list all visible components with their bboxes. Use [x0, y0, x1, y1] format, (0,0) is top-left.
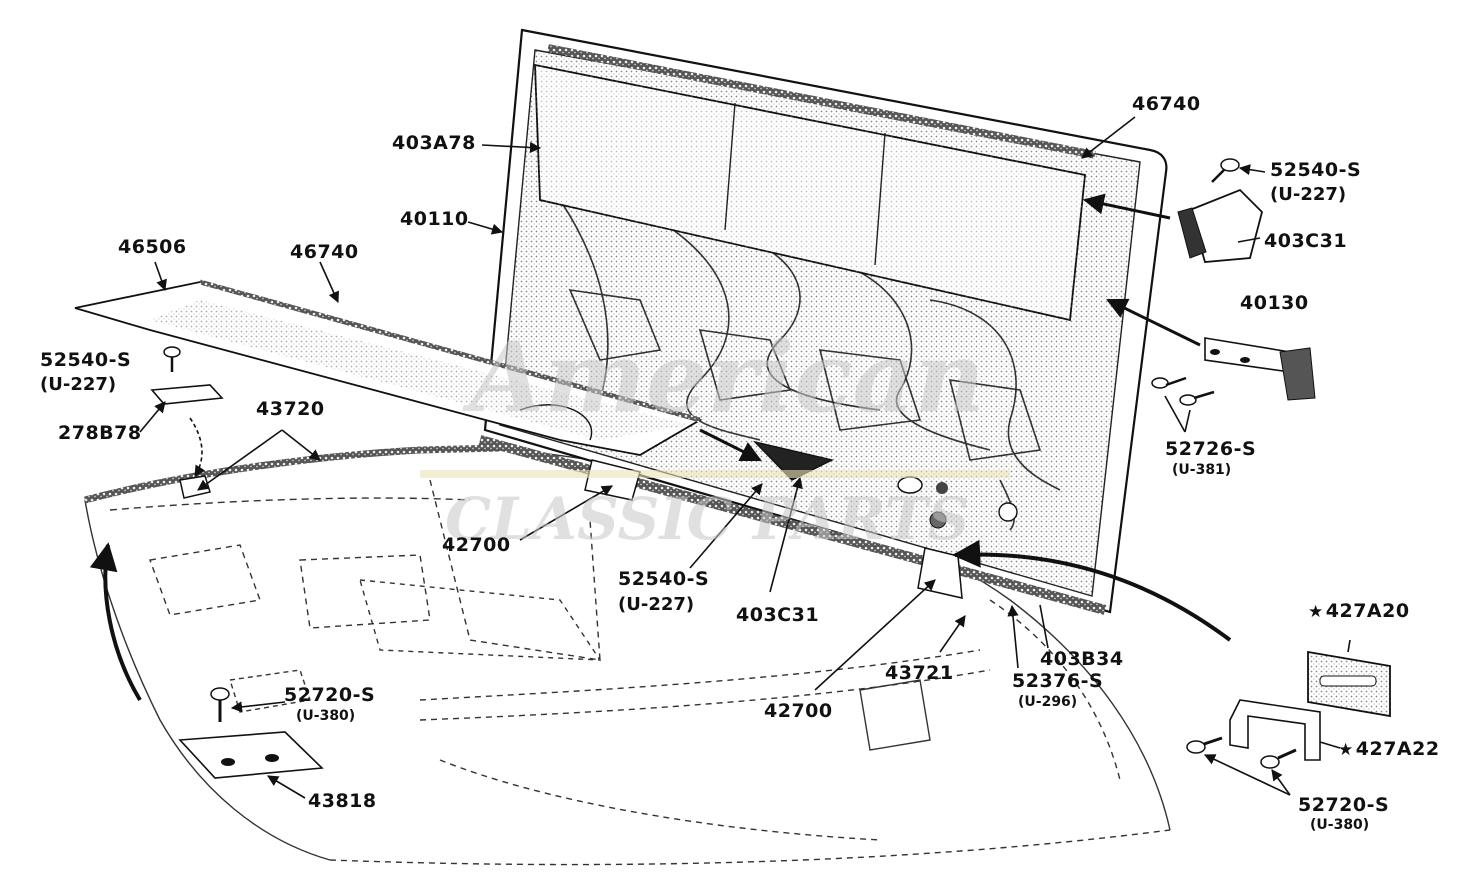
- screw-top-right: [1211, 158, 1240, 183]
- watermark-line2: CLASSIC PARTS: [445, 485, 970, 553]
- star-icon: ★: [1338, 740, 1354, 760]
- leader-lines: [139, 116, 1351, 799]
- label-52376s: 52376-S: [1012, 670, 1104, 692]
- label-52540s-top: 52540-S: [1270, 159, 1362, 181]
- label-52720s-right: 52720-S: [1298, 794, 1390, 816]
- motion-arrow-right: [952, 539, 1232, 642]
- label-52720s-left-sub: (U-380): [296, 708, 356, 724]
- label-427a20-text: 427A20: [1325, 600, 1410, 622]
- plate-43818: [178, 731, 324, 779]
- lens-427a20: [1307, 650, 1391, 718]
- label-46506: 46506: [118, 236, 187, 258]
- label-52540s-center-sub: (U-227): [618, 594, 695, 615]
- label-52540s-center: 52540-S: [618, 568, 710, 590]
- screw-bottom-left: [210, 687, 230, 722]
- bracket-278b78: [150, 384, 224, 405]
- label-427a22-text: 427A22: [1355, 738, 1440, 760]
- screws-52726s: [1151, 376, 1215, 406]
- label-46740-left: 46740: [290, 241, 359, 263]
- label-403b34: 403B34: [1040, 648, 1124, 670]
- bracket-427a22: [1229, 699, 1321, 761]
- label-52540s-top-sub: (U-227): [1270, 184, 1347, 205]
- label-427a20: ★427A20: [1308, 602, 1410, 621]
- label-40110: 40110: [400, 208, 469, 230]
- label-43720: 43720: [256, 398, 325, 420]
- label-52720s-left: 52720-S: [284, 684, 376, 706]
- watermark-band: [420, 470, 1010, 478]
- label-52726s-sub: (U-381): [1172, 462, 1232, 478]
- screws-bottom-right: [1186, 736, 1297, 769]
- screw-left: [163, 346, 181, 372]
- label-52720s-right-sub: (U-380): [1310, 817, 1370, 833]
- label-46740-top: 46740: [1132, 93, 1201, 115]
- hinge-arrow: [189, 417, 206, 477]
- bracket-40130: [1204, 337, 1316, 401]
- motion-arrow-left: [89, 542, 142, 702]
- label-52540s-left: 52540-S: [40, 349, 132, 371]
- watermark-line1: American: [470, 321, 985, 434]
- label-43721: 43721: [885, 662, 954, 684]
- label-40130: 40130: [1240, 292, 1309, 314]
- label-427a22: ★427A22: [1338, 740, 1440, 759]
- label-403c31-right: 403C31: [1264, 230, 1348, 252]
- label-42700-center: 42700: [764, 700, 833, 722]
- left-trim-strip: [74, 279, 703, 456]
- bumper-403c31: [1177, 188, 1264, 263]
- label-278b78: 278B78: [58, 422, 142, 444]
- label-52540s-left-sub: (U-227): [40, 374, 117, 395]
- label-52376s-sub: (U-296): [1018, 694, 1078, 710]
- label-42700-left: 42700: [442, 534, 511, 556]
- hinge-43720: [179, 475, 211, 499]
- label-403c31-center: 403C31: [736, 604, 820, 626]
- label-43818: 43818: [308, 790, 377, 812]
- deck-lid: [478, 28, 1168, 615]
- trunk-weatherstrip: [84, 444, 501, 504]
- star-icon: ★: [1308, 602, 1324, 622]
- label-403a78: 403A78: [392, 132, 476, 154]
- label-52726s: 52726-S: [1165, 438, 1257, 460]
